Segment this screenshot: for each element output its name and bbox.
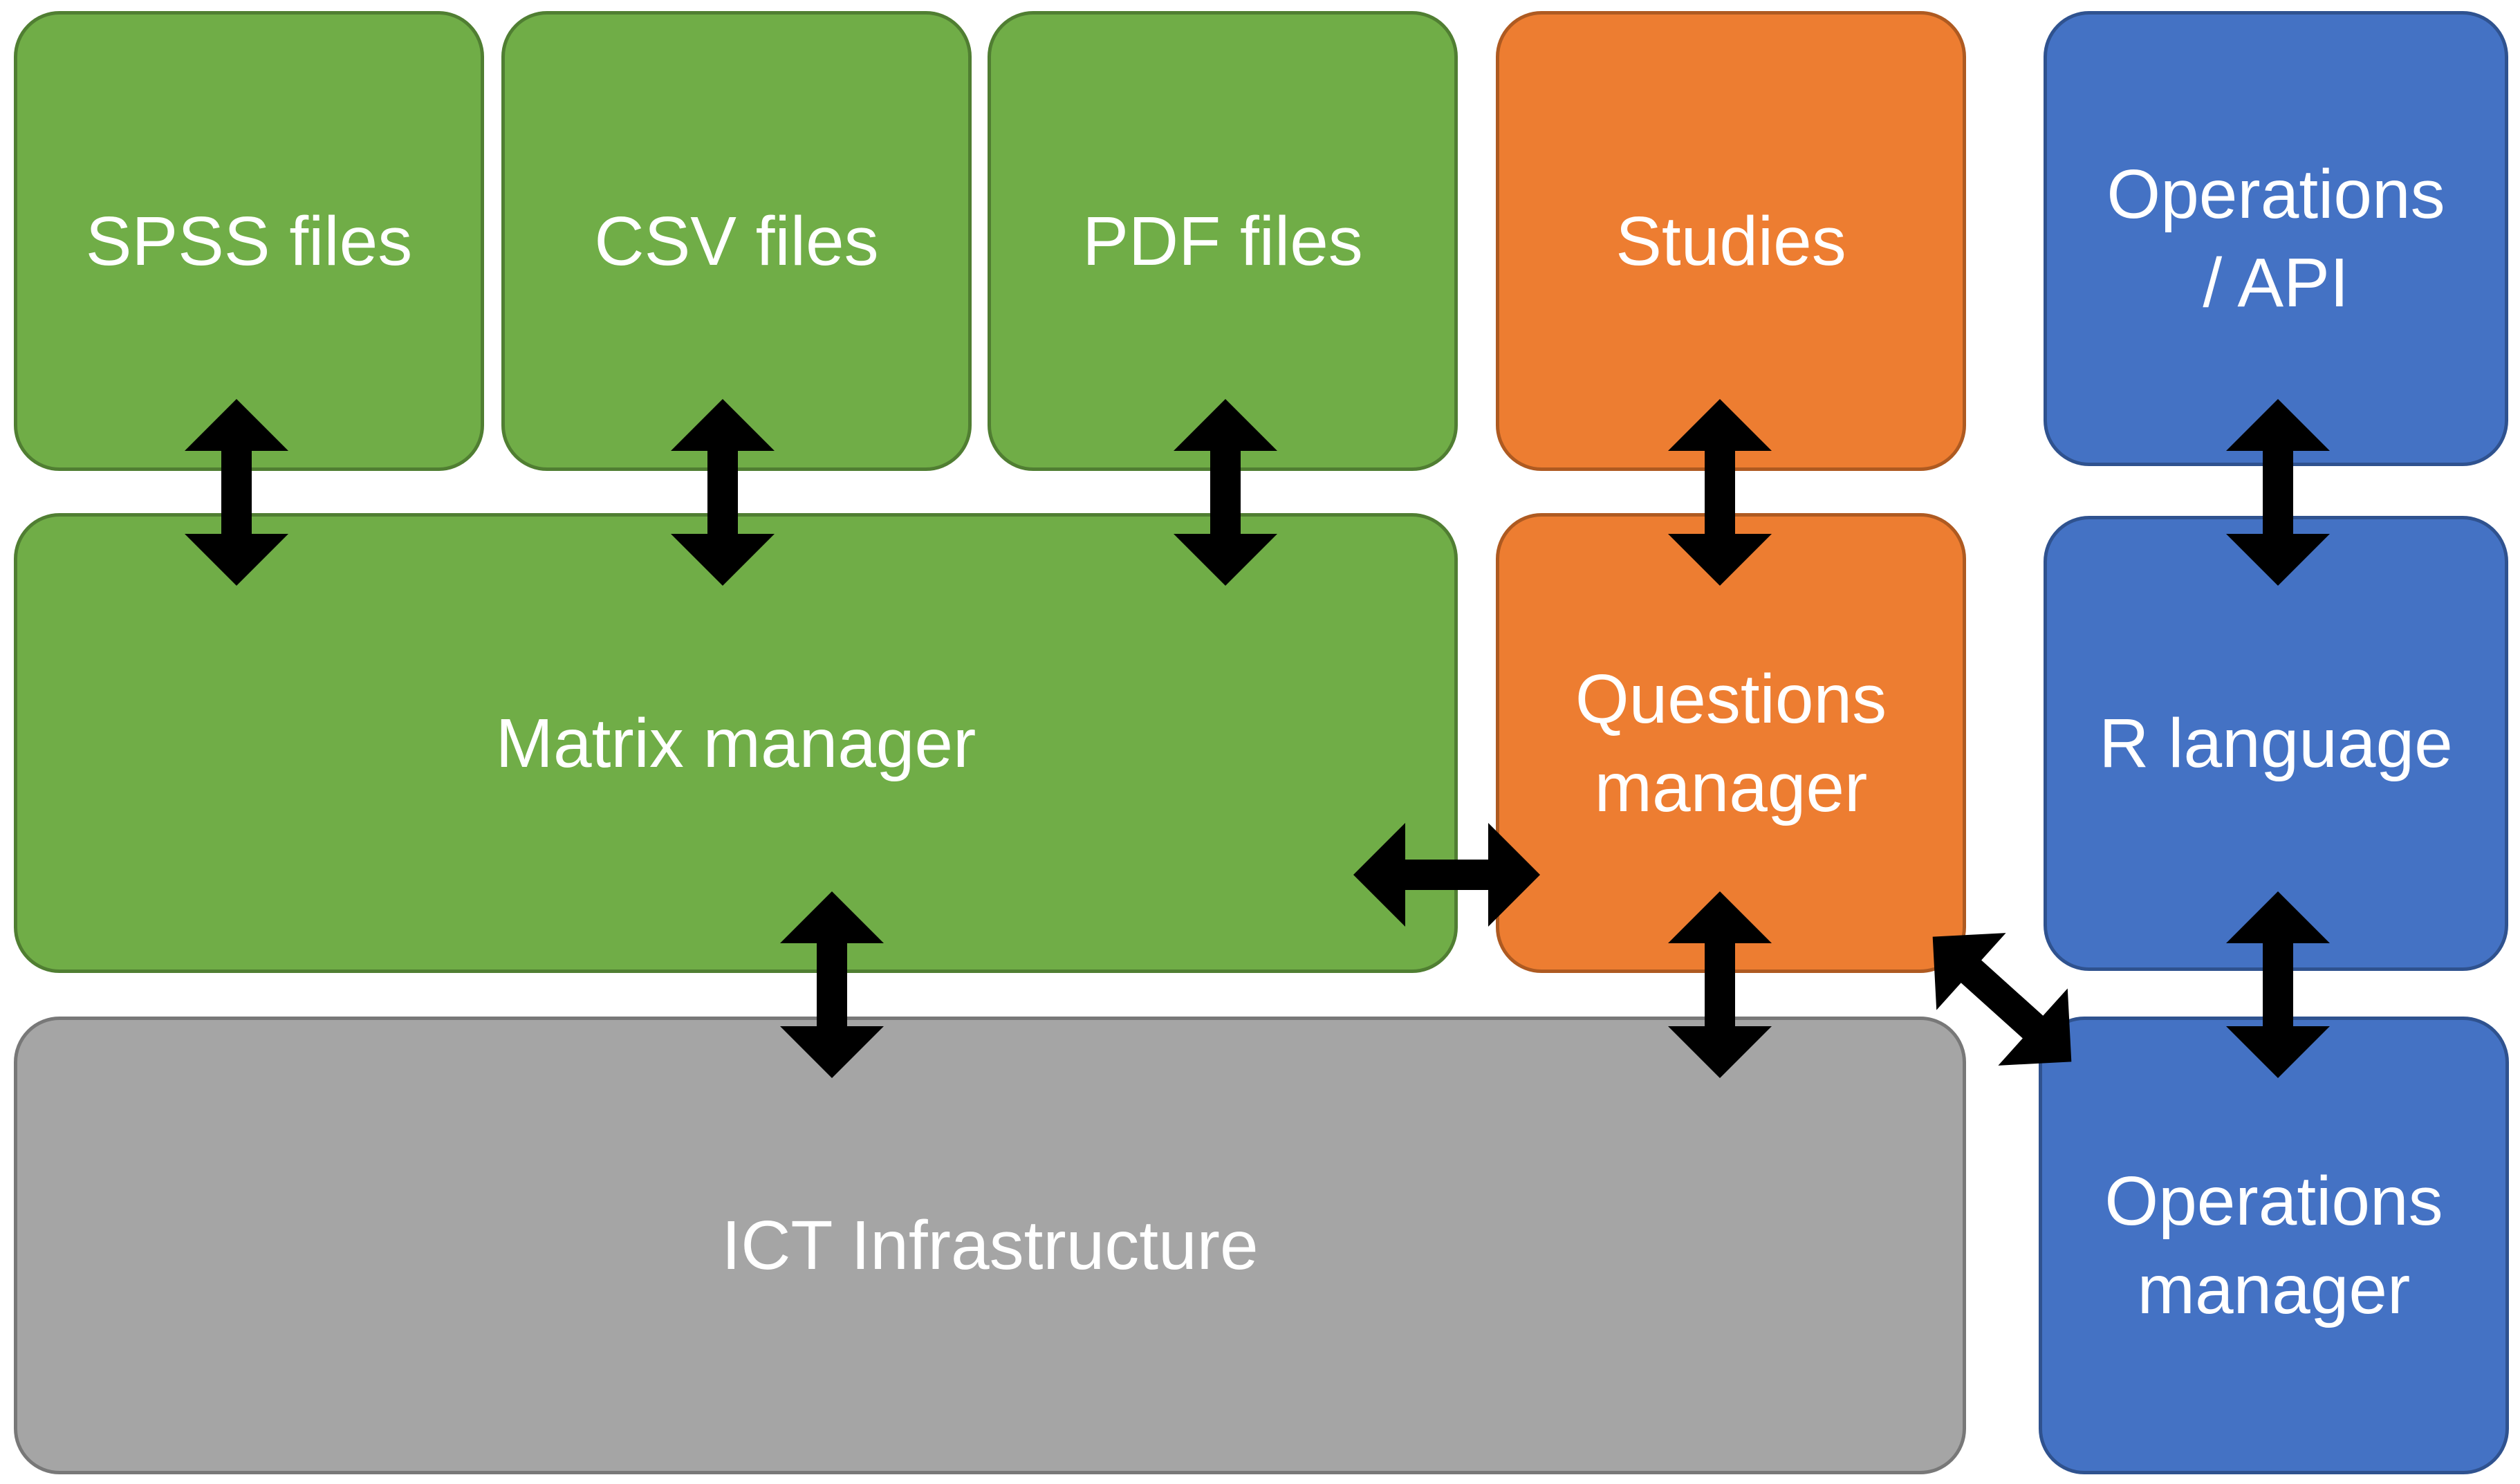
r-language-label: R language [2099,705,2453,782]
spss-files-box: SPSS files [14,11,484,471]
operations-api-label-line1: Operations [2106,156,2445,233]
ict-infrastructure-label: ICT Infrastructure [721,1207,1259,1284]
operations-api-label-line2: / API [2203,244,2349,322]
questions-manager-label-line1: Questions [1575,660,1887,738]
questions-manager-label-line2: manager [1594,748,1868,826]
csv-files-label: CSV files [594,202,879,280]
matrix-manager-label: Matrix manager [495,704,976,782]
ict-infrastructure-box: ICT Infrastructure [14,1017,1966,1474]
studies-label: Studies [1615,202,1846,280]
pdf-files-label: PDF files [1082,202,1363,280]
studies-box: Studies [1496,11,1966,471]
spss-files-label: SPSS files [85,202,413,280]
questions-manager-box: Questions manager [1496,513,1966,973]
matrix-manager-box: Matrix manager [14,513,1458,973]
operations-manager-text: Operations manager [2104,1157,2443,1334]
operations-api-text: Operations / API [2106,150,2445,327]
questions-manager-text: Questions manager [1575,655,1887,832]
operations-manager-label-line1: Operations [2104,1162,2443,1240]
pdf-files-box: PDF files [988,11,1458,471]
operations-manager-label-line2: manager [2137,1251,2411,1328]
csv-files-box: CSV files [501,11,972,471]
r-language-box: R language [2044,516,2508,971]
operations-manager-box: Operations manager [2039,1017,2509,1474]
operations-api-box: Operations / API [2044,11,2508,466]
